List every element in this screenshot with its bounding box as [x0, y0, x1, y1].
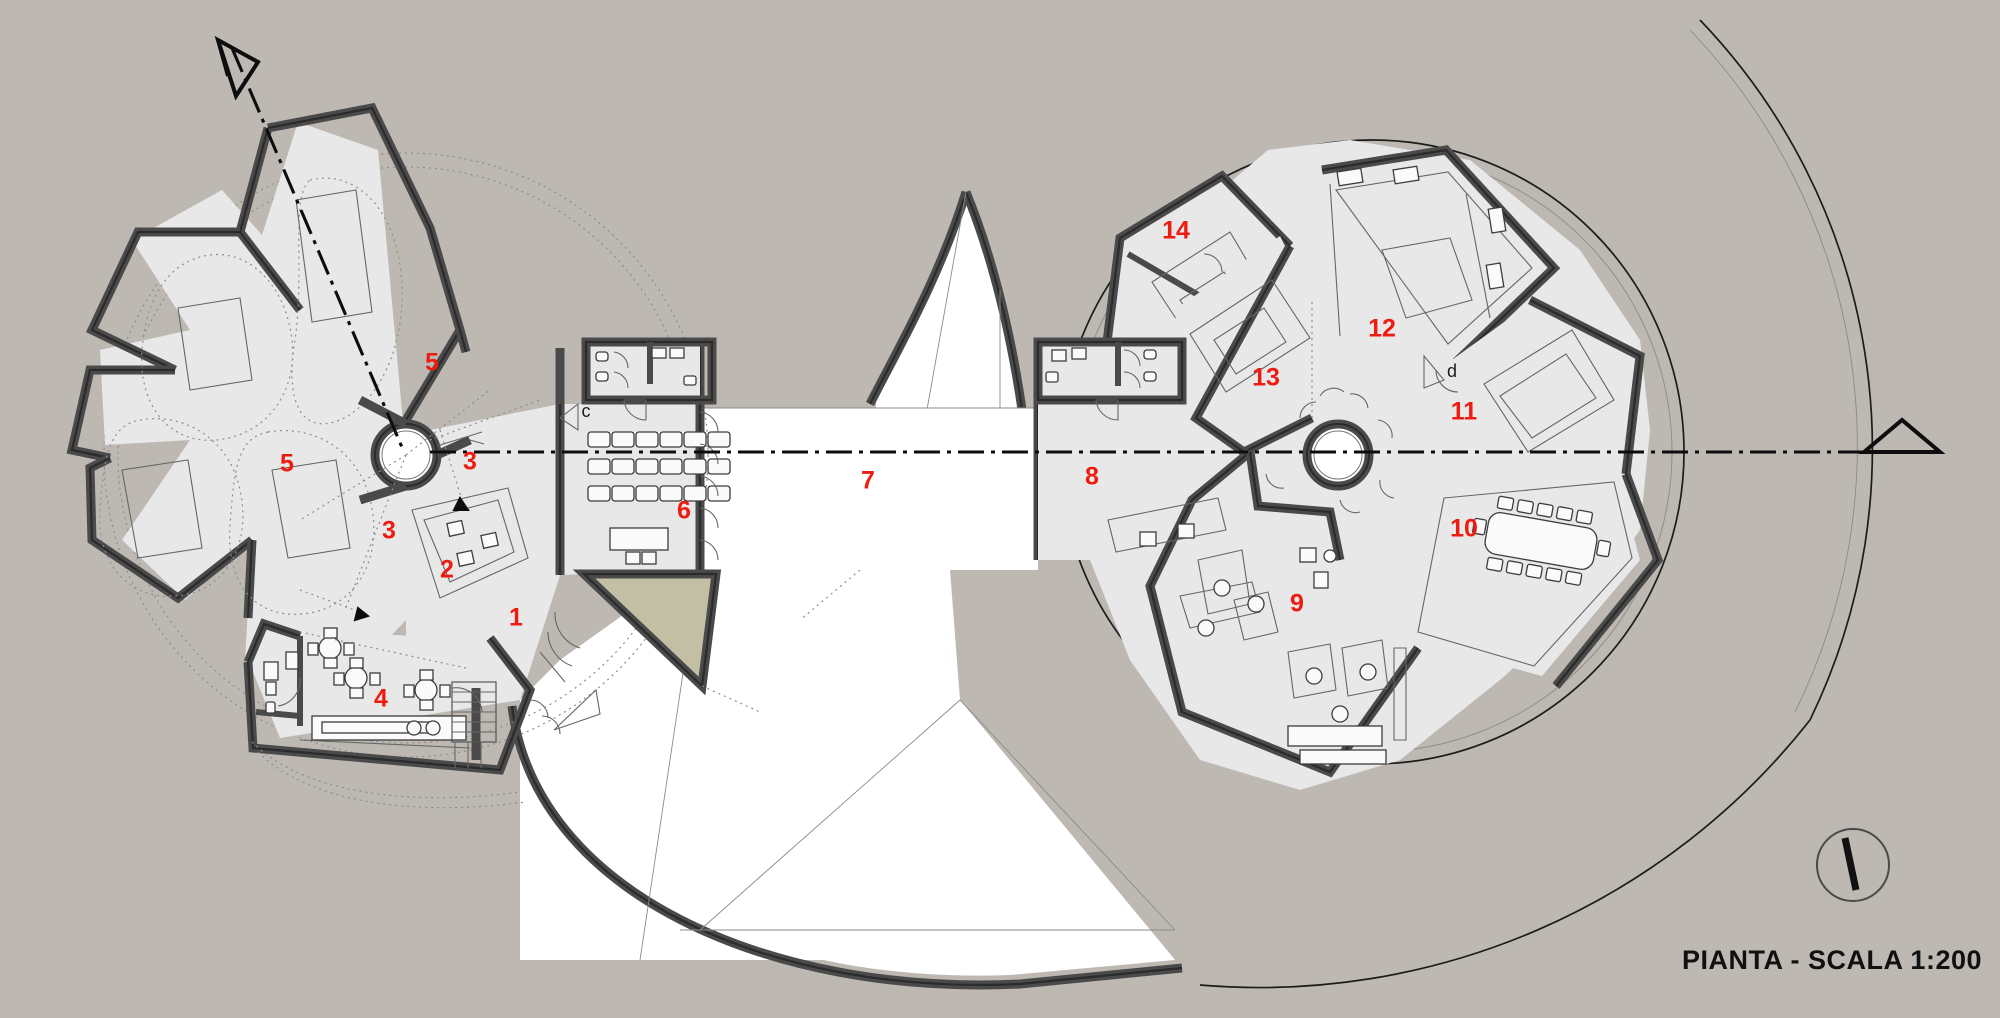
tag-d-leader	[1423, 354, 1445, 389]
room-label-4: 4	[374, 685, 388, 713]
east-core-scallops	[1265, 387, 1395, 514]
stairs	[451, 681, 497, 768]
room-label-7: 7	[861, 467, 875, 495]
tag-c-label: c	[582, 401, 591, 421]
room-12	[1310, 145, 1561, 366]
room-10	[1410, 472, 1664, 689]
room-11	[1435, 295, 1645, 492]
wc-east-block	[1033, 337, 1187, 421]
cafe-table	[307, 627, 355, 669]
room-label-13: 13	[1252, 364, 1280, 392]
east-core-circle	[1302, 419, 1374, 491]
room-label-2: 2	[440, 556, 454, 584]
room-1-leaders	[299, 429, 470, 622]
bar-4-block	[243, 618, 536, 809]
section-marker-north	[214, 35, 261, 101]
room-label-3b: 3	[382, 517, 396, 545]
room-label-5b: 5	[280, 450, 294, 478]
room-number-labels: 1 2 3 3 4 5 5 6 7 8 9 10 11 12 13 14	[280, 217, 1478, 713]
west-petal-contours	[99, 177, 403, 615]
wc-west-block	[581, 337, 717, 421]
cafe-table	[333, 657, 381, 699]
section-axes	[230, 47, 1894, 454]
office-2-furniture	[411, 487, 529, 599]
room-label-6: 6	[677, 497, 691, 525]
room-9	[1145, 448, 1422, 778]
conference-table-10	[1472, 495, 1612, 586]
room-label-12: 12	[1368, 315, 1396, 343]
central-court-area	[700, 407, 1038, 570]
room-label-3a: 3	[463, 448, 477, 476]
cafe-table	[403, 669, 451, 711]
room-label-1: 1	[509, 604, 523, 632]
minor-tag-labels: c d	[582, 354, 1457, 421]
room-label-14: 14	[1162, 217, 1190, 245]
room-13	[1146, 236, 1315, 458]
drawing-title: PIANTA - SCALA 1:200	[1682, 945, 1982, 975]
room-label-8: 8	[1085, 463, 1099, 491]
room-label-11: 11	[1451, 398, 1478, 426]
east-pavilion	[1033, 140, 1664, 790]
service-fixtures	[263, 651, 301, 714]
west-radial-leaders	[299, 389, 541, 611]
entry-canopy-khaki	[539, 569, 761, 713]
north-compass	[1816, 828, 1890, 902]
room-1-curve-ornaments	[529, 688, 601, 735]
section-marker-east	[1858, 417, 1946, 454]
room-8-desks	[1107, 497, 1227, 553]
room-label-5a: 5	[425, 349, 439, 377]
south-curved-canopy	[507, 440, 1183, 990]
hall-6-seating	[559, 402, 731, 565]
site-boundary-arcs	[1199, 19, 1874, 989]
tag-d-label: d	[1447, 361, 1457, 381]
room-label-9: 9	[1290, 590, 1304, 618]
west-pavilion	[66, 102, 761, 809]
room-label-10: 10	[1450, 515, 1478, 543]
